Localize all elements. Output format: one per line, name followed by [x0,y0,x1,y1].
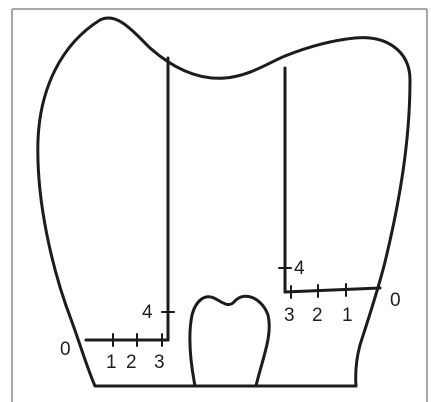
left-zero-label: 0 [60,339,71,360]
left-tick-label-2: 2 [126,352,137,373]
left-top-mark-label: 4 [142,302,153,323]
right-tick-label-3: 3 [284,305,295,326]
pulp-shape [190,296,269,386]
left-tick-label-3: 3 [154,352,165,373]
right-top-mark-label: 4 [294,258,305,279]
right-tick-label-1: 1 [342,305,353,326]
right-zero-label: 0 [390,290,401,311]
left-tick-label-1: 1 [106,352,117,373]
right-cavity-floor [285,288,380,292]
right-tick-label-2: 2 [312,305,323,326]
tooth-outline [38,18,410,386]
